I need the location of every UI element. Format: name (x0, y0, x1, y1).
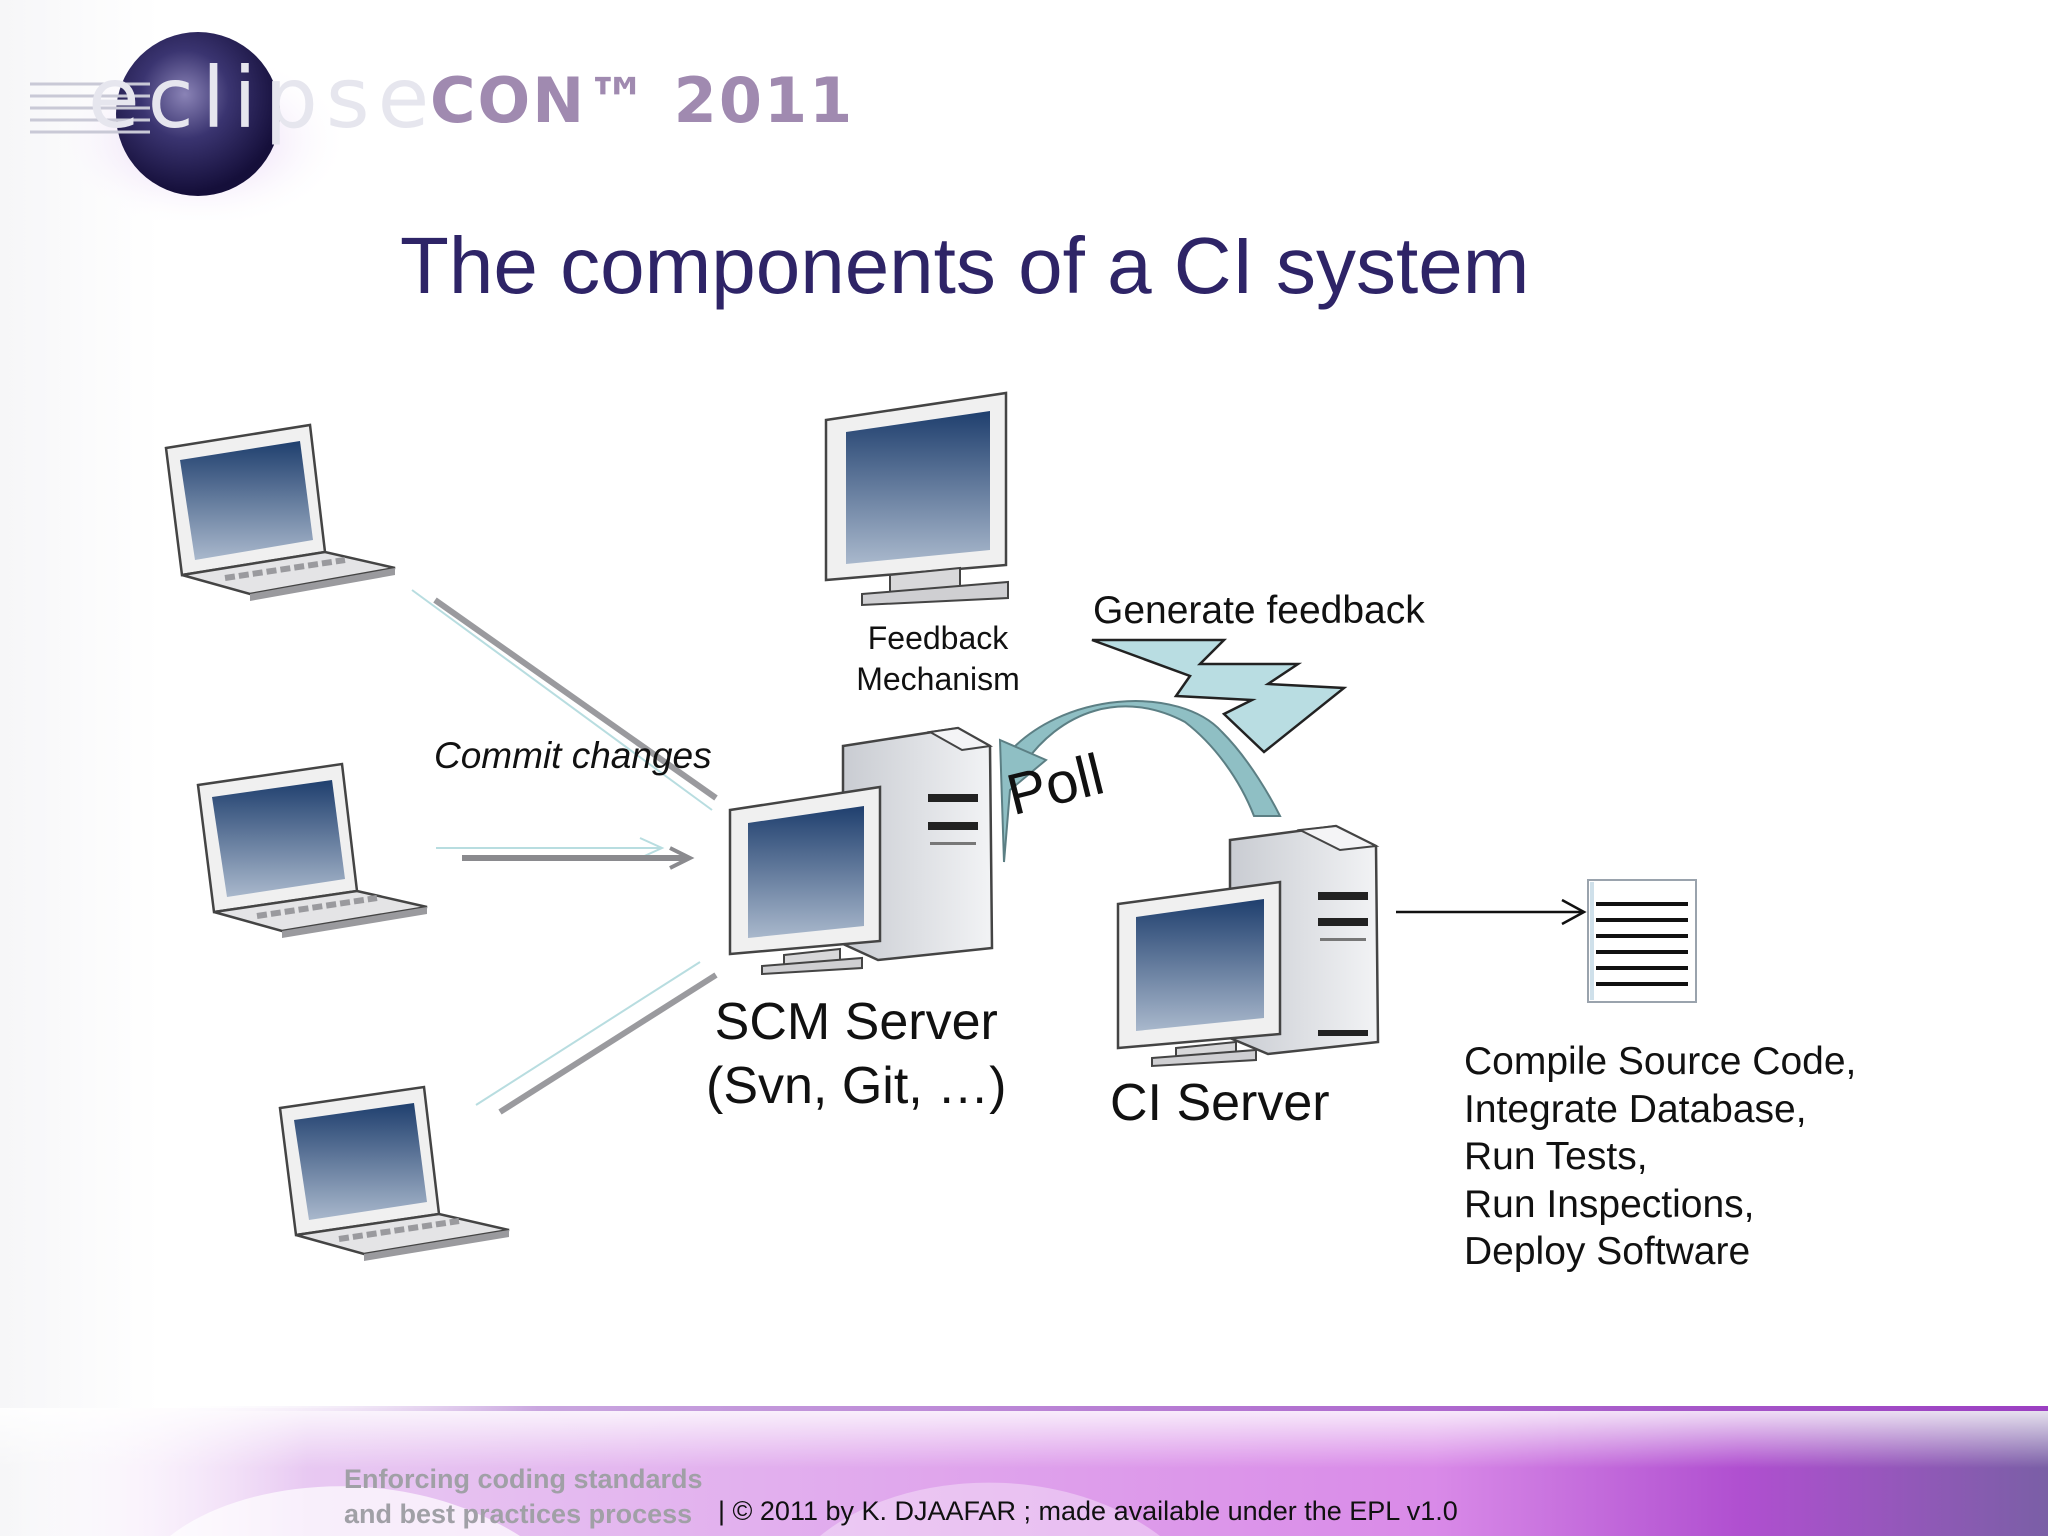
scm-server-label: SCM Server (Svn, Git, …) (706, 990, 1006, 1119)
logo-wordmark: eclipse (88, 49, 438, 147)
ci-tasks-list: Compile Source Code, Integrate Database,… (1464, 1038, 1856, 1276)
developer-laptop-2-icon (196, 762, 428, 938)
eclipsecon-logo (30, 32, 350, 220)
task-item: Integrate Database, (1464, 1087, 1807, 1131)
ci-server-label: CI Server (1110, 1074, 1330, 1132)
task-item: Deploy Software (1464, 1230, 1751, 1274)
footer-talk-title-line2: and best practices process (344, 1499, 693, 1530)
footer-talk-title-line1: Enforcing coding standards (344, 1464, 703, 1494)
footer-band (0, 1406, 2048, 1536)
developer-laptop-3-icon (278, 1085, 510, 1261)
footer-copyright: | © 2011 by K. DJAAFAR ; made available … (718, 1496, 1458, 1526)
feedback-lightning-icon (1091, 638, 1348, 754)
feedback-mechanism-label: Feedback Mechanism (842, 618, 1034, 700)
task-item: Compile Source Code, (1464, 1040, 1857, 1083)
task-item: Run Tests, (1464, 1135, 1648, 1179)
ci-server-icon (1116, 824, 1380, 1068)
generate-feedback-label: Generate feedback (1093, 589, 1425, 632)
slide-title: The components of a CI system (400, 221, 1530, 310)
commit-changes-label: Commit changes (434, 735, 712, 776)
scm-server-line1: SCM Server (714, 993, 998, 1051)
scm-server-line2: (Svn, Git, …) (706, 1057, 1007, 1116)
developer-laptop-1-icon (164, 423, 396, 601)
feedback-mechanism-line1: Feedback (867, 620, 1009, 656)
footer-talk-title: Enforcing coding standards and best prac… (344, 1462, 703, 1532)
feedback-mechanism-line2: Mechanism (856, 660, 1020, 697)
scm-server-icon (728, 726, 994, 976)
feedback-monitor-icon (824, 391, 1009, 607)
commit-arrows (411, 589, 718, 1115)
output-arrow (1396, 898, 1587, 926)
poll-arrow-icon (998, 700, 1282, 863)
task-item: Run Inspections, (1464, 1182, 1755, 1226)
report-document-icon (1587, 879, 1697, 1003)
logo-con-year: CON™ 2011 (430, 64, 855, 137)
